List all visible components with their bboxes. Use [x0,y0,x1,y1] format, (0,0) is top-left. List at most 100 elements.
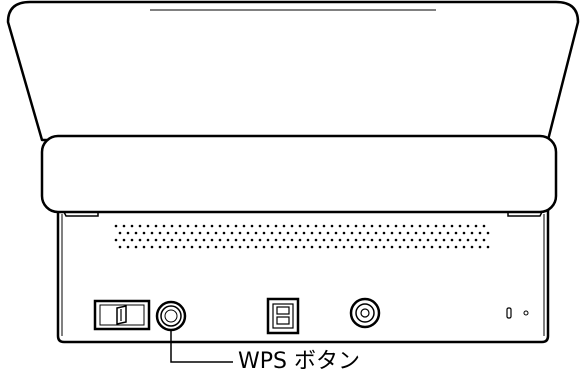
vent-dot [318,245,322,249]
vent-dot [222,231,226,235]
vent-dot [306,238,310,242]
vent-dot [250,224,254,228]
vent-dot [258,224,262,228]
vent-dot [418,238,422,242]
paper-chute [6,0,580,142]
vent-dot [326,245,330,249]
vent-dot [178,224,182,228]
vent-dot [130,238,134,242]
vent-dot [330,224,334,228]
vent-dot [486,231,490,235]
vent-dot [266,238,270,242]
vent-dot [374,231,378,235]
vent-dot [390,231,394,235]
vent-dot [134,231,138,235]
vent-dot [466,224,470,228]
vent-dot [178,238,182,242]
vent-dot [314,238,318,242]
vent-dot [370,238,374,242]
vent-dot [366,245,370,249]
vent-dot [482,238,486,242]
vent-dot [386,238,390,242]
vent-dot [234,238,238,242]
vent-dot [342,245,346,249]
vent-dot [474,224,478,228]
vent-dot [350,231,354,235]
vent-dot [246,231,250,235]
vent-dot [182,245,186,249]
vent-dot [146,224,150,228]
vent-dot [290,238,294,242]
vent-dot [486,245,490,249]
vent-dot [350,245,354,249]
vent-dot [114,238,118,242]
vent-dot [210,224,214,228]
vent-dot [442,224,446,228]
vent-dot [194,238,198,242]
vent-dot [250,238,254,242]
vent-dot [262,231,266,235]
vent-dot [114,224,118,228]
vent-dot [430,245,434,249]
vent-dot [378,224,382,228]
vent-dot [174,245,178,249]
vent-dot [214,245,218,249]
vent-dot [190,231,194,235]
vent-dot [346,238,350,242]
vent-dot [322,224,326,228]
vent-dot [198,231,202,235]
vent-dot [426,238,430,242]
vent-dot [150,231,154,235]
vent-dot [210,238,214,242]
vent-dot [450,238,454,242]
vent-dot [438,231,442,235]
vent-dot [130,224,134,228]
vent-dot [318,231,322,235]
vent-dot [202,224,206,228]
vent-dot [346,224,350,228]
vent-dot [454,231,458,235]
vent-dot [226,224,230,228]
vent-dot [126,231,130,235]
vent-dot [214,231,218,235]
vent-dot [166,245,170,249]
vent-dot [158,231,162,235]
vent-dot [206,245,210,249]
vent-dot [206,231,210,235]
vent-dot [138,238,142,242]
callout-leader [170,330,233,363]
usb-port-tongue-top [276,306,290,315]
vent-dot [186,238,190,242]
vent-dot [434,224,438,228]
vent-dot [218,238,222,242]
vent-dot [198,245,202,249]
vent-dot [450,224,454,228]
vent-dot [182,231,186,235]
vent-dot [458,224,462,228]
vent-dot [258,238,262,242]
vent-dot [118,231,122,235]
vent-dot [438,245,442,249]
vent-dot [246,245,250,249]
vent-dot [462,245,466,249]
vent-dot [266,224,270,228]
vent-dot [334,245,338,249]
vent-dot [470,231,474,235]
vent-dot [274,224,278,228]
vent-dot [394,238,398,242]
vent-dot [362,238,366,242]
vent-dot [146,238,150,242]
vent-dot [386,224,390,228]
vent-dot [302,231,306,235]
vent-dot [398,231,402,235]
vent-dot [322,238,326,242]
vent-dot [238,245,242,249]
vent-dot [314,224,318,228]
vent-dot [162,238,166,242]
vent-dot [186,224,190,228]
vent-dot [290,224,294,228]
vent-dot [462,231,466,235]
vent-dot [170,224,174,228]
vent-dot [342,231,346,235]
vent-dot [174,231,178,235]
